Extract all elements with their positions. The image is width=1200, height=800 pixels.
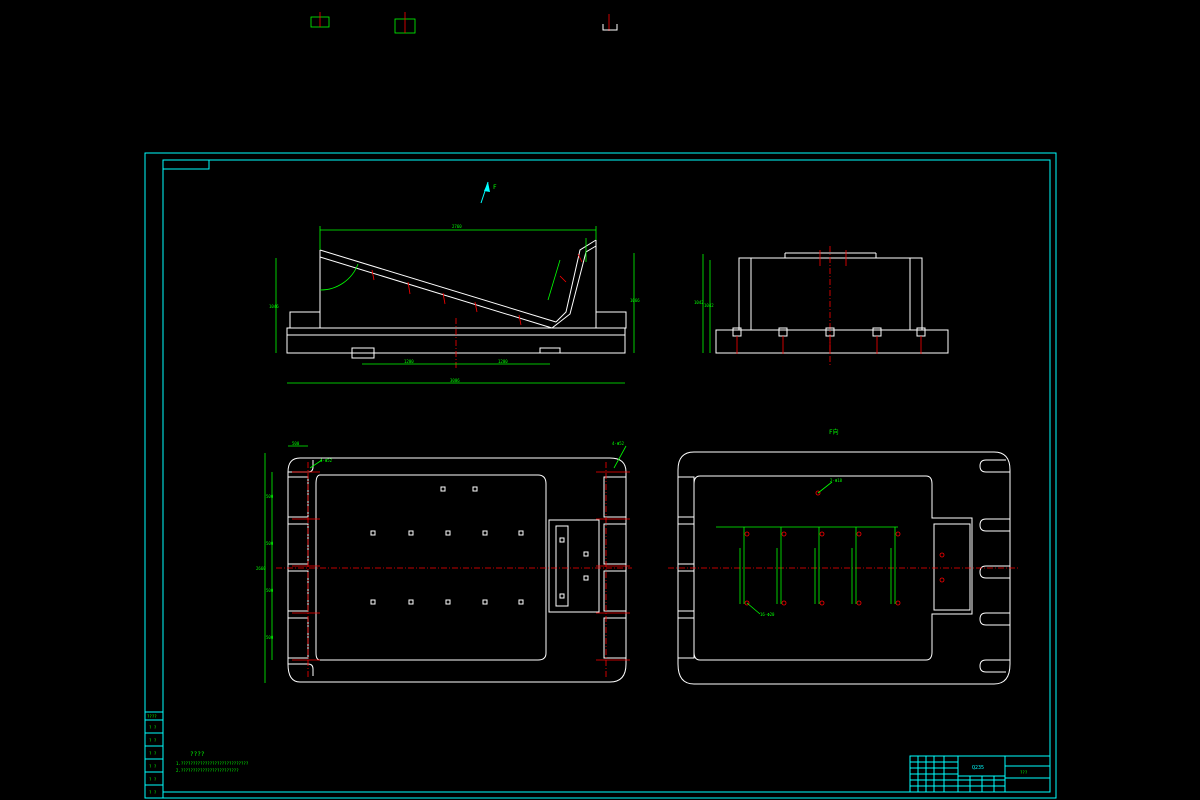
dim-plan-row-2: 500 bbox=[266, 541, 274, 546]
view-arrow-label: F bbox=[493, 184, 497, 191]
dim-plan-left-width: 500 bbox=[292, 441, 300, 446]
left-strip-label-4: ? ? bbox=[149, 751, 157, 756]
f-view-callout-2: 16-Φ20 bbox=[760, 612, 775, 617]
left-strip-label-1: ???? bbox=[147, 714, 157, 719]
dim-plan-row-4: 500 bbox=[266, 635, 274, 640]
plan-holes bbox=[370, 486, 589, 605]
side-elevation: 1042 1042 bbox=[694, 246, 949, 366]
left-strip-label-6: ? ? bbox=[149, 777, 157, 782]
dim-plan-row-1: 500 bbox=[266, 494, 274, 499]
dim-bottom-left: 1200 bbox=[404, 359, 414, 364]
left-strip-label-2: ? ? bbox=[149, 725, 157, 730]
left-strip-label-3: ? ? bbox=[149, 738, 157, 743]
notes-line-1: 1.???????????????????????????? bbox=[176, 761, 249, 766]
title-block-drawing-name: ??? bbox=[1020, 770, 1028, 775]
left-strip-label-7: ? ? bbox=[149, 790, 157, 795]
dim-left-height: 1046 bbox=[269, 304, 279, 309]
left-strip-label-5: ? ? bbox=[149, 764, 157, 769]
notes-title: ???? bbox=[190, 751, 205, 758]
drawing-frame bbox=[144, 152, 1057, 799]
dim-plan-total: 2660 bbox=[256, 566, 266, 571]
plan-view: 2660 500 500 500 500 500 4-Φ52 4-Φ52 bbox=[256, 441, 632, 683]
title-block-material: Q235 bbox=[972, 765, 984, 771]
f-view: F向 bbox=[668, 428, 1018, 685]
dim-bottom-right: 1200 bbox=[498, 359, 508, 364]
dim-top-length: 2760 bbox=[452, 224, 462, 229]
view-arrow: F bbox=[480, 181, 497, 204]
f-view-title: F向 bbox=[829, 428, 839, 436]
title-block: Q235 ??? bbox=[909, 755, 1051, 793]
front-elevation: 2760 3006 1200 1200 1046 1066 bbox=[269, 224, 640, 384]
dim-side-height-b: 1042 bbox=[704, 303, 714, 308]
left-strip-labels: ???? ? ? ? ? ? ? ? ? ? ? ? ? bbox=[147, 714, 157, 795]
dim-right-height: 1066 bbox=[630, 298, 640, 303]
f-view-callout-1: 2-Φ18 bbox=[830, 478, 843, 483]
stray-symbols bbox=[310, 12, 618, 34]
plan-bolts bbox=[292, 462, 630, 678]
technical-notes: ???? 1.???????????????????????????? 2.??… bbox=[176, 751, 249, 773]
notes-line-2: 2.???????????????????????? bbox=[176, 768, 239, 773]
plan-hole-callout: 4-Φ52 bbox=[320, 458, 333, 463]
f-view-holes bbox=[744, 490, 945, 606]
dim-side-height-a: 1042 bbox=[694, 300, 704, 305]
plan-hole-callout-right: 4-Φ52 bbox=[612, 441, 625, 446]
dim-bottom-total: 3006 bbox=[450, 378, 460, 383]
dim-plan-row-3: 500 bbox=[266, 588, 274, 593]
